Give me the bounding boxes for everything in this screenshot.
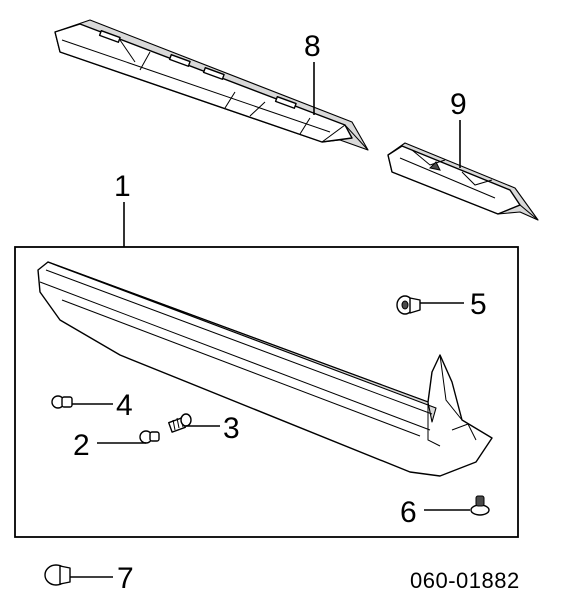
part-1-sill-garnish <box>37 261 493 477</box>
callout-4: 4 <box>116 389 133 422</box>
part-6-clip <box>470 495 490 516</box>
part-3-screw <box>168 413 192 433</box>
callout-6: 6 <box>400 496 417 529</box>
callout-2: 2 <box>73 429 90 462</box>
callout-8: 8 <box>304 30 321 63</box>
part-4-clip <box>51 395 73 409</box>
callout-1: 1 <box>114 170 131 203</box>
diagram-code: 060-01882 <box>410 568 520 593</box>
callout-7: 7 <box>117 562 134 595</box>
leader-lines <box>70 62 470 578</box>
part-8-bracket <box>54 19 369 151</box>
part-9-bracket <box>387 142 539 221</box>
callout-5: 5 <box>470 288 487 321</box>
callout-3: 3 <box>223 412 240 445</box>
callout-labels: 1 8 9 5 4 3 2 6 7 <box>73 30 487 595</box>
part-5-grommet <box>396 295 421 315</box>
part-7-cap <box>44 564 71 586</box>
assembly-frame <box>14 246 519 538</box>
callout-9: 9 <box>450 88 467 121</box>
part-2-bolt <box>139 430 160 444</box>
